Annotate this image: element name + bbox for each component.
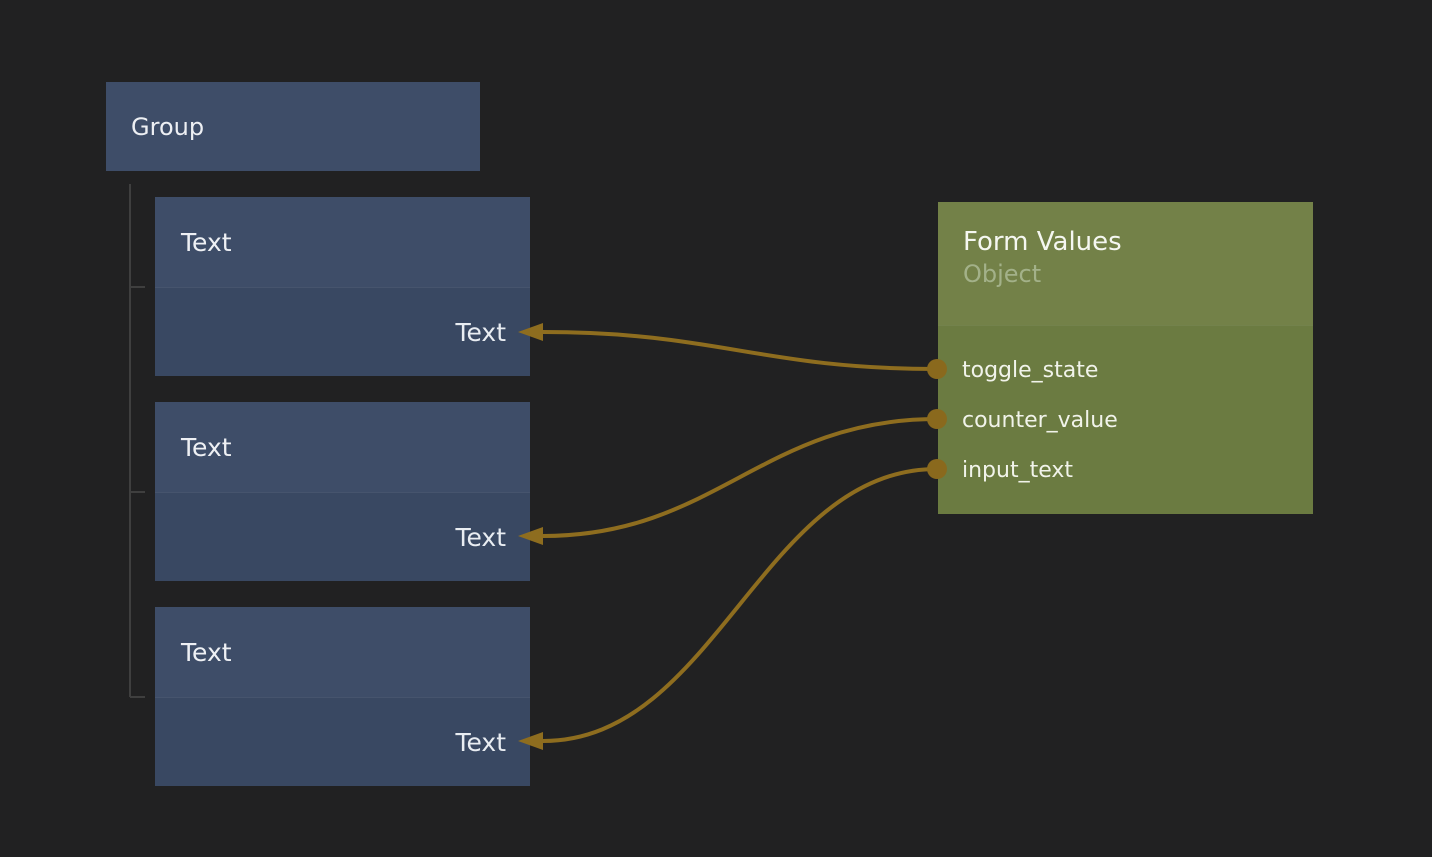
- port-input-text[interactable]: [927, 459, 947, 479]
- form-values-node-title: Form Values: [963, 227, 1122, 257]
- text-node-1-title: Text: [181, 227, 232, 257]
- text-node-2-body[interactable]: Text: [155, 492, 530, 581]
- wire-toggle-state[interactable]: [518, 323, 938, 371]
- form-values-node[interactable]: Form Values Object toggle_state counter_…: [938, 202, 1313, 514]
- text-node-2-header[interactable]: Text: [155, 402, 530, 492]
- text-node-3[interactable]: Text Text: [155, 607, 530, 786]
- form-values-node-header[interactable]: Form Values Object: [938, 202, 1313, 325]
- wire-toggle-state-path[interactable]: [542, 330, 938, 371]
- form-values-node-type-label: Object: [963, 259, 1042, 288]
- wire-input-text-path[interactable]: [542, 467, 938, 743]
- group-node-title: Group: [131, 112, 205, 141]
- output-row-input-text[interactable]: input_text: [962, 457, 1074, 483]
- text-node-2[interactable]: Text Text: [155, 402, 530, 581]
- text-node-1-header[interactable]: Text: [155, 197, 530, 287]
- wire-counter-value-arrowhead-icon: [518, 527, 543, 545]
- text-node-3-header[interactable]: Text: [155, 607, 530, 697]
- text-node-2-input-label: Text: [455, 522, 506, 552]
- text-node-2-title: Text: [181, 432, 232, 462]
- wire-toggle-state-arrowhead-icon: [518, 323, 543, 341]
- group-node[interactable]: Group: [106, 82, 480, 171]
- text-node-3-title: Text: [181, 637, 232, 667]
- output-row-counter-value[interactable]: counter_value: [962, 407, 1118, 433]
- output-row-toggle-state[interactable]: toggle_state: [962, 357, 1099, 383]
- text-node-1[interactable]: Text Text: [155, 197, 530, 376]
- form-values-node-outputs: toggle_state counter_value input_text: [938, 325, 1313, 514]
- text-node-3-body[interactable]: Text: [155, 697, 530, 786]
- wire-counter-value[interactable]: [518, 417, 938, 545]
- wire-input-text-arrowhead-icon: [518, 732, 543, 750]
- port-toggle-state[interactable]: [927, 359, 947, 379]
- text-node-1-body[interactable]: Text: [155, 287, 530, 376]
- wire-counter-value-path[interactable]: [542, 417, 938, 538]
- text-node-1-input-label: Text: [455, 317, 506, 347]
- port-counter-value[interactable]: [927, 409, 947, 429]
- text-node-3-input-label: Text: [455, 727, 506, 757]
- group-tree-line: [129, 184, 145, 698]
- wire-input-text[interactable]: [518, 467, 938, 750]
